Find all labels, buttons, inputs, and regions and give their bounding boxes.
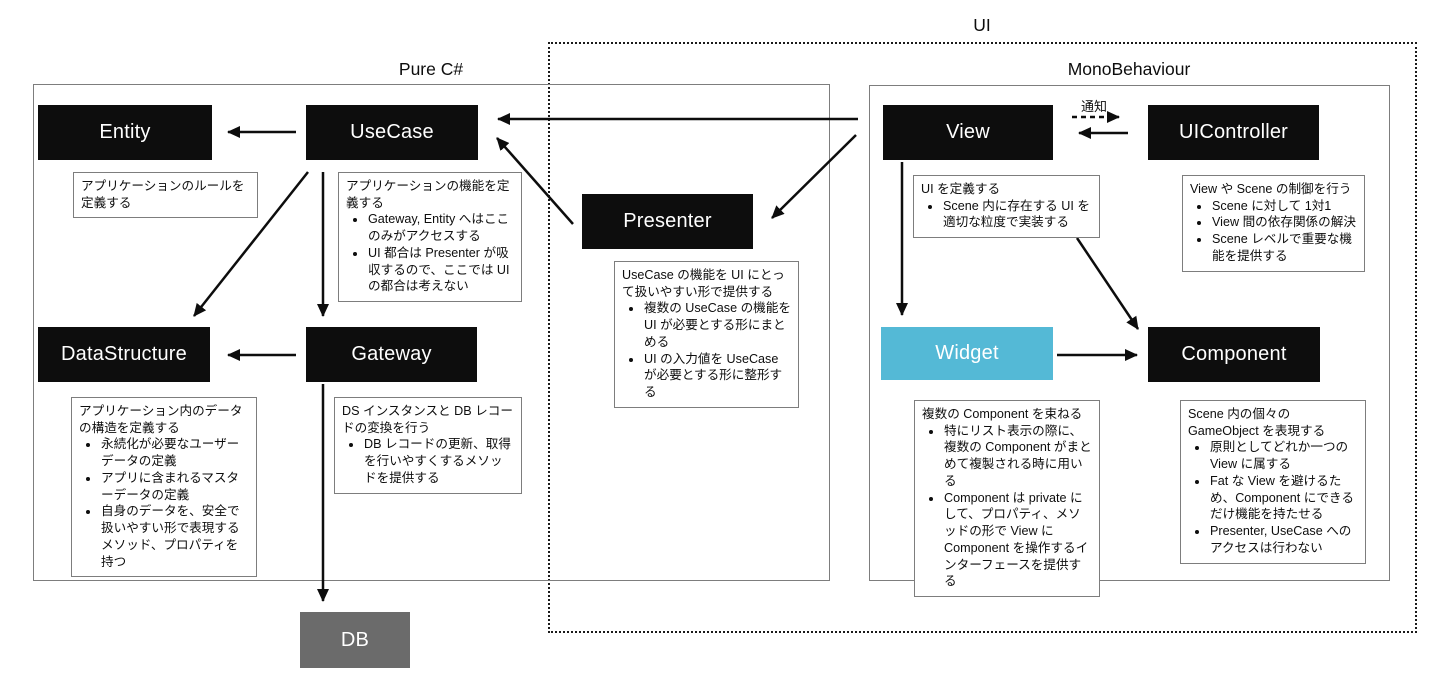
note-usecase: アプリケーションの機能を定義する Gateway, Entity へはここのみが… xyxy=(338,172,522,303)
note-widget: 複数の Component を束ねる 特にリスト表示の際に、複数の Compon… xyxy=(914,400,1100,598)
node-usecase: UseCase xyxy=(306,105,478,160)
note-bullet: Fat な View を避けるため、Component にできるだけ機能を持たせ… xyxy=(1209,473,1358,523)
note-intro: DS インスタンスと DB レコードの変換を行う xyxy=(342,404,513,435)
note-intro: アプリケーション内のデータの構造を定義する xyxy=(79,404,243,435)
note-bullet: アプリに含まれるマスターデータの定義 xyxy=(100,470,249,503)
group-label-ui: UI xyxy=(973,15,991,35)
group-monobehaviour-box xyxy=(869,85,1390,581)
node-uicontroller: UIController xyxy=(1148,105,1319,160)
note-intro: View や Scene の制御を行う xyxy=(1190,182,1352,196)
note-bullet: 自身のデータを、安全で扱いやすい形で表現するメソッド、プロパティを持つ xyxy=(100,503,249,570)
note-datastructure: アプリケーション内のデータの構造を定義する 永続化が必要なユーザーデータの定義 … xyxy=(71,397,257,578)
note-intro: 複数の Component を束ねる xyxy=(922,407,1083,421)
note-bullet: 複数の UseCase の機能を UI が必要とする形にまとめる xyxy=(643,300,791,350)
note-entity: アプリケーションのルールを定義する xyxy=(73,172,258,219)
note-intro: UseCase の機能を UI にとって扱いやすい形で提供する xyxy=(622,268,785,299)
note-intro: Scene 内の個々の GameObject を表現する xyxy=(1188,407,1326,438)
node-component: Component xyxy=(1148,327,1320,382)
note-component: Scene 内の個々の GameObject を表現する 原則としてどれか一つの… xyxy=(1180,400,1366,564)
node-gateway: Gateway xyxy=(306,327,477,382)
group-label-monobehaviour: MonoBehaviour xyxy=(1067,59,1191,79)
note-bullet: Component は private にして、プロパティ、メソッドの形で Vi… xyxy=(943,490,1092,590)
notify-arrow-label: 通知 xyxy=(1081,99,1108,114)
note-bullet: Scene に対して 1対1 xyxy=(1211,198,1357,215)
node-entity: Entity xyxy=(38,105,212,160)
note-gateway: DS インスタンスと DB レコードの変換を行う DB レコードの更新、取得を行… xyxy=(334,397,522,494)
note-bullet: 特にリスト表示の際に、複数の Component がまとめて複製される時に用いる xyxy=(943,423,1092,490)
note-intro: アプリケーションの機能を定義する xyxy=(346,179,510,210)
node-datastructure: DataStructure xyxy=(38,327,210,382)
note-bullet: View 間の依存関係の解決 xyxy=(1211,214,1357,231)
group-label-pure-cs: Pure C# xyxy=(398,59,464,79)
note-bullet: UI 都合は Presenter が吸収するので、ここでは UI の都合は考えな… xyxy=(367,245,514,295)
note-bullet: Scene レベルで重要な機能を提供する xyxy=(1211,231,1357,264)
node-db: DB xyxy=(300,612,410,668)
note-uicontroller: View や Scene の制御を行う Scene に対して 1対1 View … xyxy=(1182,175,1365,272)
note-bullet: 原則としてどれか一つの View に属する xyxy=(1209,439,1358,472)
group-pure-cs-box xyxy=(33,84,830,581)
node-widget: Widget xyxy=(881,327,1053,380)
note-presenter: UseCase の機能を UI にとって扱いやすい形で提供する 複数の UseC… xyxy=(614,261,799,408)
node-presenter: Presenter xyxy=(582,194,753,249)
note-bullet: DB レコードの更新、取得を行いやすくするメソッドを提供する xyxy=(363,436,514,486)
note-bullet: UI の入力値を UseCase が必要とする形に整形する xyxy=(643,351,791,401)
note-view: UI を定義する Scene 内に存在する UI を適切な粒度で実装する xyxy=(913,175,1100,239)
note-intro: UI を定義する xyxy=(921,182,1001,196)
group-ui-box xyxy=(548,42,1417,633)
node-view: View xyxy=(883,105,1053,160)
note-bullet: Gateway, Entity へはここのみがアクセスする xyxy=(367,211,514,244)
note-bullet: 永続化が必要なユーザーデータの定義 xyxy=(100,436,249,469)
note-bullet: Presenter, UseCase へのアクセスは行わない xyxy=(1209,523,1358,556)
note-intro: アプリケーションのルールを定義する xyxy=(81,179,245,210)
note-bullet: Scene 内に存在する UI を適切な粒度で実装する xyxy=(942,198,1092,231)
